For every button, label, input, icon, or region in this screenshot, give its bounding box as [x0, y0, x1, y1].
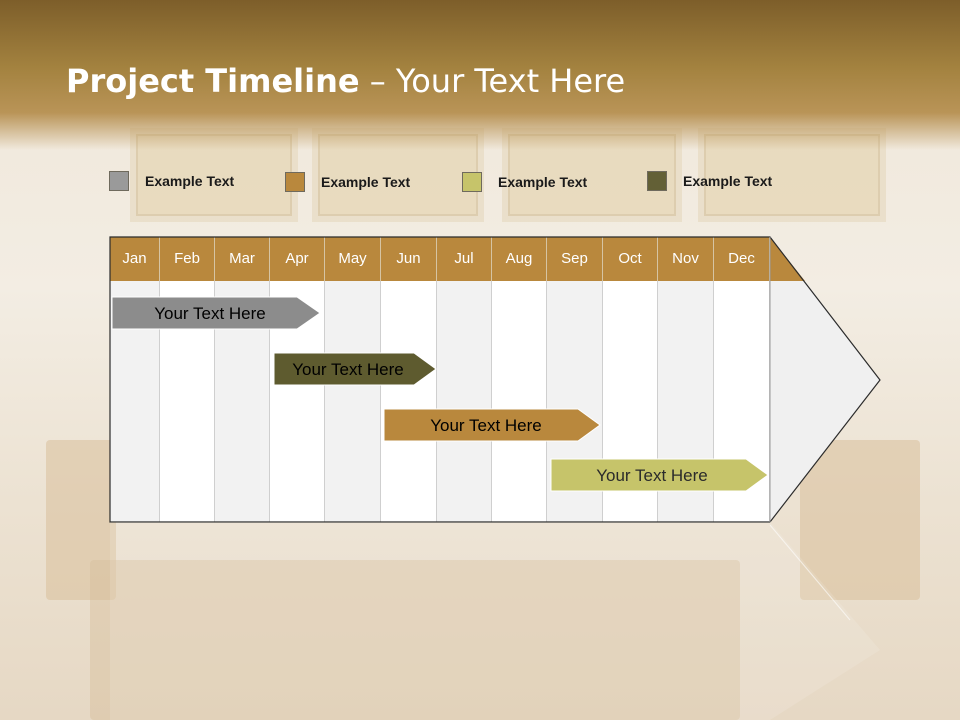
legend-label: Example Text [683, 173, 773, 189]
nightstand-right [800, 440, 920, 600]
month-column [160, 281, 215, 522]
legend-item: Example Text [462, 172, 587, 192]
legend-swatch [462, 172, 482, 192]
legend-label: Example Text [145, 173, 235, 189]
month-column [603, 281, 658, 522]
header-band [0, 0, 960, 150]
slide-title: Project Timeline – Your Text Here [66, 62, 625, 100]
bed-footboard [90, 560, 740, 720]
month-header-jun: Jun [381, 237, 437, 281]
month-header-jan: Jan [110, 237, 160, 281]
nightstand-left [46, 440, 116, 600]
month-header-nov: Nov [658, 237, 714, 281]
legend-label: Example Text [498, 174, 588, 190]
month-column [215, 281, 270, 522]
month-column [381, 281, 437, 522]
month-header-sep: Sep [547, 237, 603, 281]
legend-label: Example Text [321, 174, 411, 190]
month-column [325, 281, 381, 522]
legend-item: Example Text [109, 171, 234, 191]
legend-swatch [109, 171, 129, 191]
month-header-apr: Apr [270, 237, 325, 281]
title-bold: Project Timeline [66, 62, 360, 100]
month-column [547, 281, 603, 522]
month-header-dec: Dec [714, 237, 770, 281]
legend-swatch [285, 172, 305, 192]
month-column [270, 281, 325, 522]
month-header-oct: Oct [603, 237, 658, 281]
month-column [714, 281, 770, 522]
legend-item: Example Text [647, 171, 772, 191]
month-header-mar: Mar [215, 237, 270, 281]
month-column [492, 281, 547, 522]
month-column [658, 281, 714, 522]
legend-swatch [647, 171, 667, 191]
title-rest: – Your Text Here [359, 62, 626, 100]
legend-item: Example Text [285, 172, 410, 192]
month-header-feb: Feb [160, 237, 215, 281]
month-header-jul: Jul [437, 237, 492, 281]
month-column [110, 281, 160, 522]
month-header-aug: Aug [492, 237, 547, 281]
month-header-may: May [325, 237, 381, 281]
month-column [437, 281, 492, 522]
